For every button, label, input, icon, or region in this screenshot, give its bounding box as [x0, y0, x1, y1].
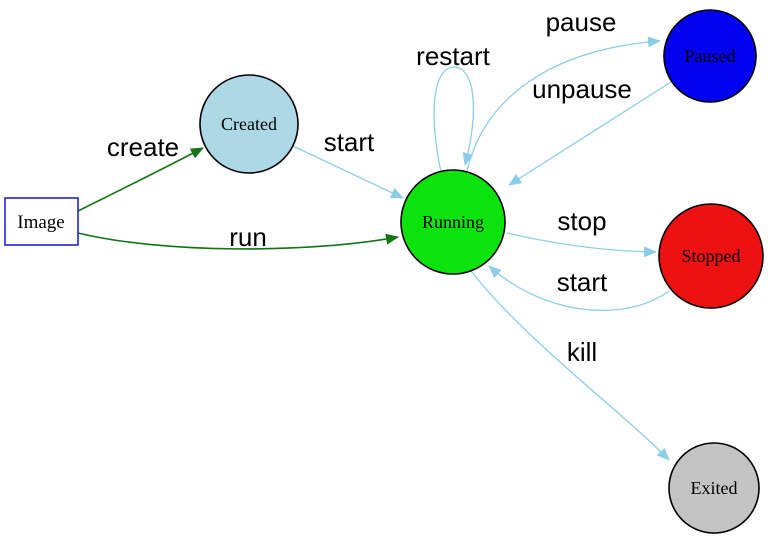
- edge-label-restart: restart: [416, 41, 490, 71]
- stopped-circle-shape: [658, 203, 764, 309]
- paused-circle-shape: [663, 9, 757, 103]
- node-label-image: Image: [17, 212, 64, 233]
- edge-label-layer: create run start restart pause unpause s…: [107, 7, 632, 367]
- node-label-paused: Paused: [685, 46, 736, 66]
- edge-create: [77, 147, 204, 212]
- node-layer: Image Created Running Paused Stopped Exi: [4, 9, 764, 534]
- image-box-shape: [4, 197, 79, 246]
- edge-layer: [77, 36, 672, 461]
- node-running: Running: [400, 169, 506, 275]
- edge-kill: [470, 270, 670, 461]
- edge-label-pause: pause: [546, 7, 617, 37]
- exited-circle-shape: [668, 442, 760, 534]
- node-created: Created: [199, 74, 299, 174]
- edge-unpause: [508, 81, 672, 186]
- edge-label-kill: kill: [567, 337, 597, 367]
- edge-label-stop: stop: [557, 206, 606, 236]
- node-exited: Exited: [668, 442, 760, 534]
- edge-stop: [506, 232, 657, 258]
- edge-label-unpause: unpause: [532, 74, 632, 104]
- edge-label-start-created: start: [324, 127, 375, 157]
- node-paused: Paused: [663, 9, 757, 103]
- edge-run: [77, 232, 399, 250]
- edge-pause: [466, 36, 661, 172]
- edge-label-create: create: [107, 132, 179, 162]
- edge-start-created-running: [292, 145, 404, 199]
- edge-start-stopped-running: [488, 265, 670, 312]
- created-circle-shape: [199, 74, 299, 174]
- node-label-stopped: Stopped: [681, 246, 740, 266]
- node-image: Image: [4, 197, 79, 246]
- node-label-created: Created: [221, 114, 277, 134]
- running-circle-shape: [400, 169, 506, 275]
- edge-restart-self-loop: [433, 66, 475, 173]
- edge-label-start-stopped: start: [557, 267, 608, 297]
- node-label-exited: Exited: [691, 478, 738, 498]
- edge-label-run: run: [229, 222, 267, 252]
- node-stopped: Stopped: [658, 203, 764, 309]
- node-label-running: Running: [422, 212, 484, 232]
